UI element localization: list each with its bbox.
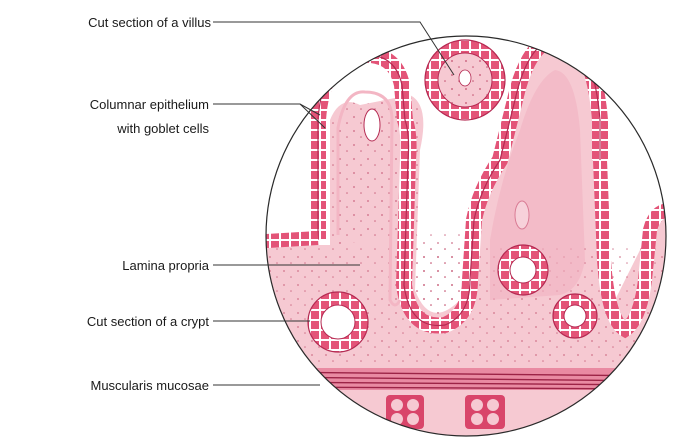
crypt-cross-section-1 <box>308 292 368 352</box>
villus-cross-section <box>425 40 505 120</box>
label-lamina-propria: Lamina propria <box>122 258 209 273</box>
field-of-view <box>250 30 679 438</box>
submucosal-gland-1 <box>386 395 424 429</box>
crypt-cross-section-3 <box>553 294 597 338</box>
crypt-cross-section-2 <box>498 245 548 295</box>
leader-epithelium <box>213 104 320 115</box>
label-cut-section-villus: Cut section of a villus <box>88 15 211 30</box>
muscularis-mucosae <box>250 368 679 390</box>
lacteal-left <box>364 109 380 141</box>
columnar-epithelium-base <box>250 238 318 242</box>
label-muscularis-mucosae: Muscularis mucosae <box>91 378 210 393</box>
label-cut-section-crypt: Cut section of a crypt <box>87 314 209 329</box>
label-with-goblet-cells: with goblet cells <box>117 121 209 136</box>
label-columnar-epithelium: Columnar epithelium <box>90 97 209 112</box>
submucosal-gland-2 <box>465 395 505 429</box>
